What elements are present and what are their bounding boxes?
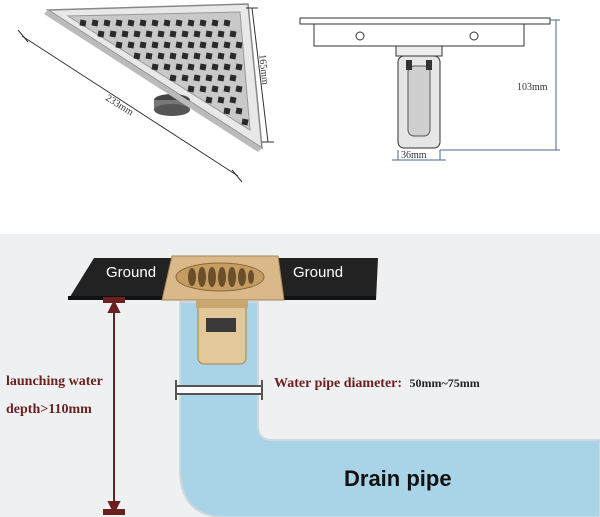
launching-water-label: launching water xyxy=(6,374,103,389)
grate-hole xyxy=(223,63,231,71)
grate-hole xyxy=(139,19,147,27)
grate-hole xyxy=(169,30,177,38)
pipe-diameter-label: Water pipe diameter: 50mm~75mm xyxy=(274,376,480,392)
grate-hole xyxy=(115,19,123,27)
grate-hole xyxy=(229,30,237,38)
grate-hole xyxy=(151,63,159,71)
grate-hole xyxy=(199,85,207,93)
grate-hole xyxy=(145,52,153,60)
grate-hole xyxy=(211,85,219,93)
ground-right-label: Ground xyxy=(293,264,344,281)
drain-side-view xyxy=(299,17,551,149)
grate-hole xyxy=(115,41,123,49)
grate-hole xyxy=(199,41,207,49)
grate-hole xyxy=(169,74,177,82)
grate-hole xyxy=(127,19,135,27)
grate-hole xyxy=(229,52,237,60)
grate-hole xyxy=(139,41,147,49)
grate-hole xyxy=(205,74,213,82)
grate-hole xyxy=(235,85,243,93)
grate-hole xyxy=(103,19,111,27)
grate-hole xyxy=(175,41,183,49)
grate-hole xyxy=(235,63,243,71)
grate-hole xyxy=(109,30,117,38)
grate-hole xyxy=(187,19,195,27)
dimension-line-165 xyxy=(246,7,274,143)
grate-hole xyxy=(235,41,243,49)
pipe-clamp xyxy=(175,380,263,400)
grate-hole xyxy=(151,19,159,27)
grate-hole xyxy=(211,63,219,71)
grate-hole xyxy=(175,63,183,71)
grate-hole xyxy=(241,118,249,126)
grate-hole xyxy=(229,96,237,104)
grate-hole xyxy=(205,96,213,104)
grate-hole xyxy=(133,52,141,60)
drain-pipe-body xyxy=(179,301,600,517)
grate-hole xyxy=(217,30,225,38)
grate-hole xyxy=(157,30,165,38)
grate-hole xyxy=(121,30,129,38)
grate-hole xyxy=(169,52,177,60)
grate-hole xyxy=(187,41,195,49)
pipe-diameter-text: Water pipe diameter: xyxy=(274,376,403,391)
grate-hole xyxy=(163,19,171,27)
grate-hole xyxy=(181,30,189,38)
grate-hole xyxy=(91,19,99,27)
drain-slots-icon xyxy=(188,267,254,287)
grate-hole xyxy=(97,30,105,38)
drain-pipe-label: Drain pipe xyxy=(344,466,452,491)
grate-hole xyxy=(211,41,219,49)
dimension-line-36 xyxy=(392,150,446,161)
dimension-line-233 xyxy=(17,29,243,183)
grate-hole xyxy=(79,19,87,27)
grate-hole xyxy=(133,30,141,38)
grate-hole xyxy=(217,74,225,82)
label-103mm: 103mm xyxy=(517,82,548,93)
grate-hole xyxy=(229,74,237,82)
depth-label: depth>110mm xyxy=(6,402,92,417)
grate-hole xyxy=(187,85,195,93)
grate-hole xyxy=(157,52,165,60)
triangle-drain-product xyxy=(44,3,263,152)
grate-hole xyxy=(217,96,225,104)
grate-hole xyxy=(151,41,159,49)
grate-hole xyxy=(223,107,231,115)
grate-hole xyxy=(187,63,195,71)
grate-hole xyxy=(205,30,213,38)
ground-left-label: Ground xyxy=(106,264,157,281)
grate-hole xyxy=(223,41,231,49)
grate-hole xyxy=(217,52,225,60)
grate-hole xyxy=(211,19,219,27)
grate-hole xyxy=(193,30,201,38)
grate-hole xyxy=(181,52,189,60)
label-36mm: 36mm xyxy=(401,150,427,161)
grate-hole xyxy=(145,30,153,38)
grate-hole xyxy=(163,63,171,71)
pipe-diameter-value: 50mm~75mm xyxy=(409,376,480,390)
depth-arrow xyxy=(103,297,125,515)
grate-hole xyxy=(127,41,135,49)
grate-hole xyxy=(223,85,231,93)
grate-hole xyxy=(163,41,171,49)
grate-hole xyxy=(235,107,243,115)
grate-hole xyxy=(199,63,207,71)
grate-hole xyxy=(199,19,207,27)
grate-hole xyxy=(175,19,183,27)
grate-hole xyxy=(193,52,201,60)
grate-hole xyxy=(223,19,231,27)
dimension-line-103 xyxy=(440,19,560,151)
grate-hole xyxy=(205,52,213,60)
grate-hole xyxy=(181,74,189,82)
grate-hole xyxy=(193,74,201,82)
